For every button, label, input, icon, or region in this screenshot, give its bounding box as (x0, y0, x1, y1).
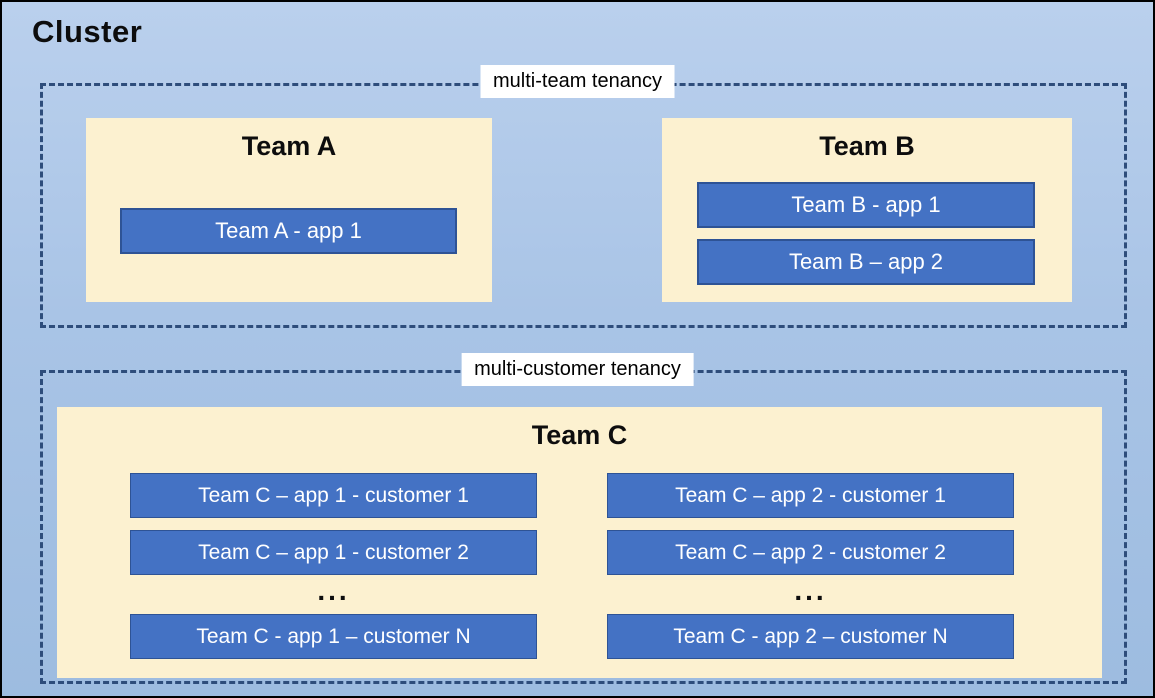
team-c-app1-customer2-box: Team C – app 1 - customer 2 (130, 530, 537, 575)
team-b-app-1-box: Team B - app 1 (697, 182, 1035, 228)
multi-team-tenancy-label: multi-team tenancy (480, 65, 675, 98)
cluster-title: Cluster (32, 14, 143, 49)
team-a-app-1-box: Team A - app 1 (120, 208, 457, 254)
team-a-heading: Team A (241, 131, 337, 161)
team-c-app2-ellipsis: ... (794, 575, 827, 606)
team-b-panel: Team B Team B - app 1 Team B – app 2 (662, 118, 1072, 302)
team-c-app2-customer2-box: Team C – app 2 - customer 2 (607, 530, 1014, 575)
team-c-app1-ellipsis: ... (317, 575, 350, 606)
team-c-app1-customer1-box: Team C – app 1 - customer 1 (130, 473, 537, 518)
team-b-heading: Team B (819, 131, 915, 161)
team-b-app-2-box: Team B – app 2 (697, 239, 1035, 285)
team-a-panel: Team A Team A - app 1 (86, 118, 492, 302)
team-c-app1-customerN-box: Team C - app 1 – customer N (130, 614, 537, 659)
team-c-panel: Team C Team C – app 1 - customer 1 Team … (57, 407, 1102, 678)
team-c-heading: Team C (531, 420, 628, 450)
team-c-app2-customerN-box: Team C - app 2 – customer N (607, 614, 1014, 659)
team-c-app2-customer1-box: Team C – app 2 - customer 1 (607, 473, 1014, 518)
multi-customer-tenancy-label: multi-customer tenancy (461, 353, 694, 386)
